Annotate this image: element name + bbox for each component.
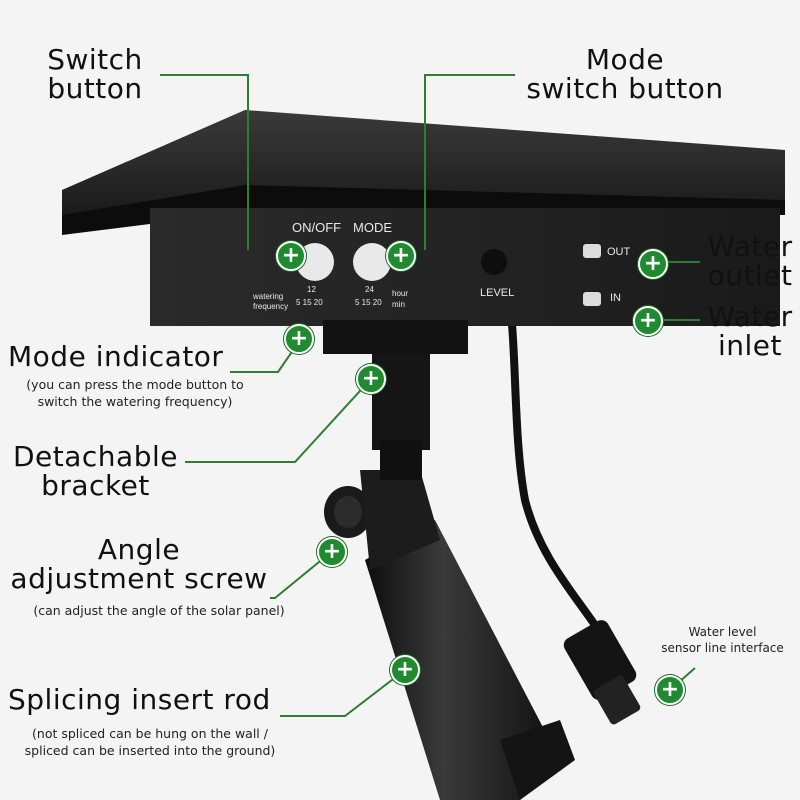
note-splicing-rod: (not spliced can be hung on the wall / s… [24, 726, 276, 758]
note-mode-indicator: (you can press the mode button to switch… [26, 377, 244, 409]
label-water-outlet: Water outlet [707, 230, 793, 293]
plus-circle-icon: + [633, 306, 663, 336]
panel-hour12-text: 12 [307, 285, 316, 294]
label-mode-indicator: Mode indicator [8, 340, 224, 373]
panel-mode-text: MODE [353, 220, 392, 235]
mode-button [353, 243, 391, 281]
panel-min-text: min [392, 300, 405, 309]
outlet-port [583, 244, 601, 258]
label-detachable-bracket: Detachable bracket [12, 440, 178, 503]
panel-on-off-text: ON/OFF [292, 220, 342, 235]
control-box [150, 208, 780, 326]
panel-hour24-text: 24 [365, 285, 374, 294]
panel-min-values-right: 5 15 20 [355, 298, 382, 307]
panel-frequency-text: frequency [253, 302, 289, 311]
plus-circle-icon: + [655, 675, 685, 705]
label-switch-button: Switch button [47, 43, 143, 106]
plus-circle-icon: + [638, 249, 668, 279]
note-angle-screw: (can adjust the angle of the solar panel… [33, 603, 285, 618]
panel-min-values-left: 5 15 20 [296, 298, 323, 307]
plus-circle-icon: + [386, 241, 416, 271]
label-water-level: Water level sensor line interface [661, 625, 784, 656]
detachable-bracket [372, 345, 430, 450]
panel-in-text: IN [610, 292, 621, 304]
label-water-inlet: Water inlet [707, 300, 793, 363]
label-angle-screw: Angle adjustment screw [10, 533, 268, 596]
panel-hour-text: hour [392, 289, 409, 298]
insert-rod [365, 520, 560, 800]
label-mode-switch-button: Mode switch button [526, 43, 724, 106]
plus-circle-icon: + [356, 364, 386, 394]
plus-circle-icon: + [284, 324, 314, 354]
panel-out-text: OUT [607, 246, 631, 258]
panel-watering-text: watering [253, 292, 284, 301]
inlet-port [583, 292, 601, 306]
plus-circle-icon: + [276, 241, 306, 271]
panel-level-text: LEVEL [480, 287, 515, 299]
plus-circle-icon: + [317, 537, 347, 567]
plus-circle-icon: + [390, 655, 420, 685]
label-splicing-rod: Splicing insert rod [8, 683, 271, 716]
